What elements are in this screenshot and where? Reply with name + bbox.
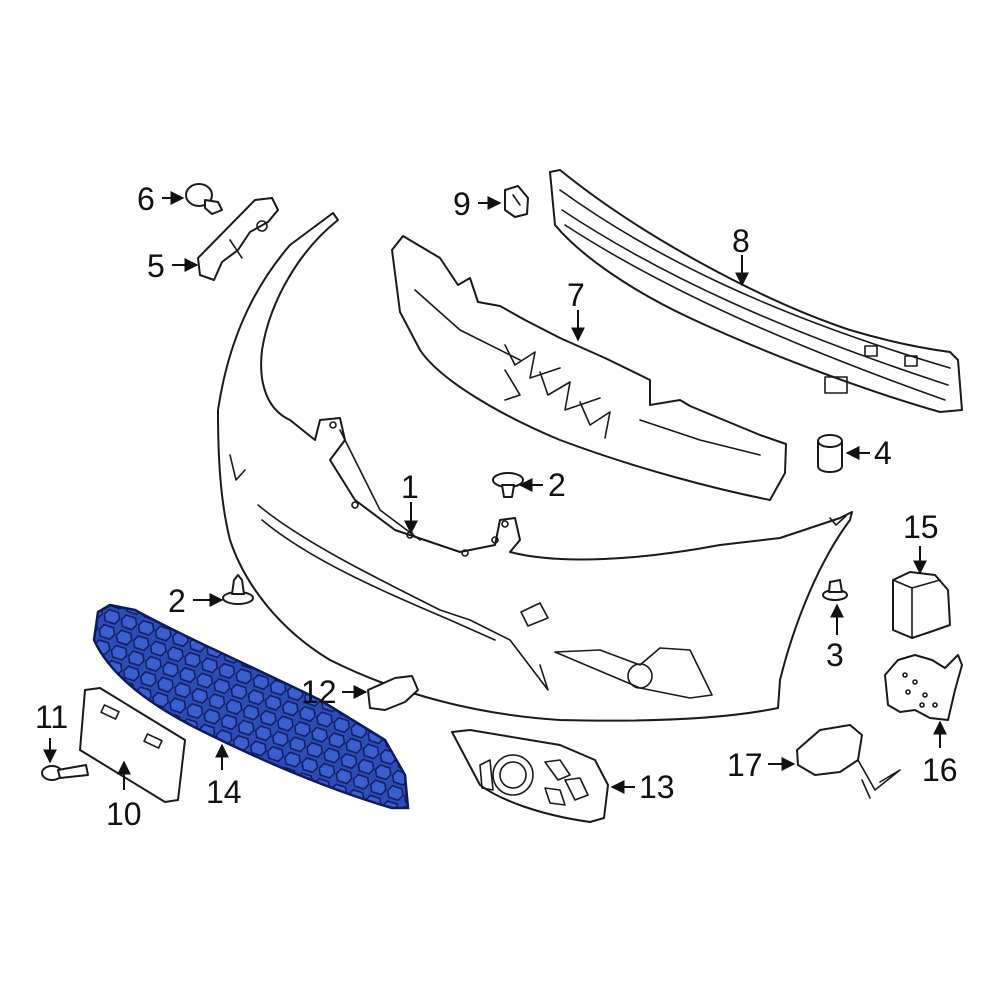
part-16-sensor-bracket: [884, 654, 963, 721]
part-1-bumper-cover: [217, 212, 853, 722]
callout-4: 4: [874, 435, 892, 471]
part-11-screw: [41, 764, 89, 781]
callout-8: 8: [732, 223, 750, 259]
part-2-push-pin-upper: [492, 472, 524, 498]
part-14-lower-grille: [92, 603, 410, 810]
part-4-spacer: [817, 434, 843, 473]
callout-1: 1: [401, 469, 419, 505]
callout-14: 14: [206, 774, 242, 810]
part-17-sensor: [796, 724, 901, 799]
callout-6: 6: [137, 181, 155, 217]
callout-16: 16: [922, 752, 958, 788]
part-7-energy-absorber: [391, 235, 787, 501]
part-9-retainer-clip: [504, 185, 529, 218]
callout-5: 5: [147, 248, 165, 284]
part-15-module: [892, 571, 951, 639]
callout-13: 13: [639, 769, 675, 805]
part-5-side-bracket: [197, 197, 279, 281]
part-6-push-clip: [185, 183, 223, 215]
callout-12: 12: [301, 674, 337, 710]
part-8-bumper-reinforcement: [549, 169, 963, 413]
callouts: 1 2 2 3 4 5 6 7 8 9 10 11 12 13 14 15 16: [35, 181, 958, 832]
callout-7: 7: [567, 277, 585, 313]
part-2-push-pin-lower: [222, 574, 254, 605]
part-12-tow-hook-cap: [367, 675, 419, 711]
callout-10: 10: [106, 796, 142, 832]
callout-11: 11: [35, 699, 68, 735]
part-3-clip: [822, 579, 848, 601]
callout-3: 3: [826, 637, 844, 673]
callout-15: 15: [903, 509, 939, 545]
part-13-fog-lamp-bezel: [451, 729, 609, 823]
part-10-license-plate-bracket: [79, 687, 186, 803]
callout-9: 9: [453, 186, 471, 222]
callout-2-upper: 2: [548, 467, 566, 503]
callout-2-lower: 2: [168, 583, 186, 619]
callout-17: 17: [727, 747, 763, 783]
